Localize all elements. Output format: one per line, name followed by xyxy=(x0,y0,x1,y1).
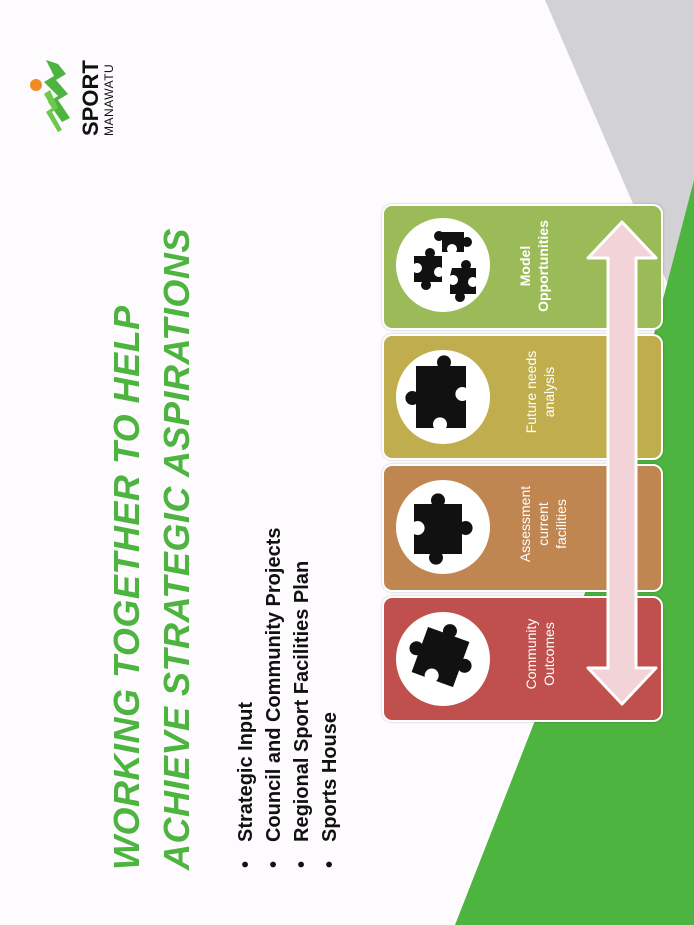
runner-logo-icon xyxy=(30,60,70,132)
sport-manawatu-logo: SPORT MANAWATU xyxy=(28,52,128,136)
card-label-line: Opportunities xyxy=(535,220,551,312)
bullet-item: Sports House xyxy=(316,452,344,872)
puzzle-piece-icon xyxy=(409,624,472,688)
card-image-circle xyxy=(396,350,490,444)
bullet-item: Strategic Input xyxy=(232,452,260,872)
bullet-item: Regional Sport Facilities Plan xyxy=(288,452,316,872)
card-label-line: Assessment xyxy=(517,485,533,563)
logo-sub: MANAWATU xyxy=(102,63,116,136)
card-label-line: analysis xyxy=(541,366,557,418)
card-label-line: current xyxy=(535,502,551,546)
title-line-2: ACHIEVE STRATEGIC ASPIRATIONS xyxy=(156,228,197,870)
puzzle-pieces-icon xyxy=(414,231,476,302)
card-model-opportunities: Model Opportunities xyxy=(382,204,663,330)
card-label-line: Outcomes xyxy=(541,622,557,686)
card-label-line: Model xyxy=(517,245,533,287)
card-image-circle xyxy=(396,218,490,312)
title-line-1: WORKING TOGETHER TO HELP xyxy=(106,305,147,870)
bullet-item: Council and Community Projects xyxy=(260,452,288,872)
card-label-line: facilities xyxy=(553,499,569,549)
bullet-list: Strategic Input Council and Community Pr… xyxy=(232,452,344,872)
puzzle-piece-icon xyxy=(405,355,466,428)
card-image-circle xyxy=(396,480,490,574)
puzzle-piece-icon xyxy=(414,493,473,565)
logo-word: SPORT xyxy=(78,60,103,136)
double-arrow-icon xyxy=(586,220,658,706)
card-label-line: Community xyxy=(523,618,539,690)
card-label-line: Future needs xyxy=(523,350,539,434)
card-image-circle xyxy=(396,612,490,706)
slide-title: WORKING TOGETHER TO HELP ACHIEVE STRATEG… xyxy=(102,150,202,870)
